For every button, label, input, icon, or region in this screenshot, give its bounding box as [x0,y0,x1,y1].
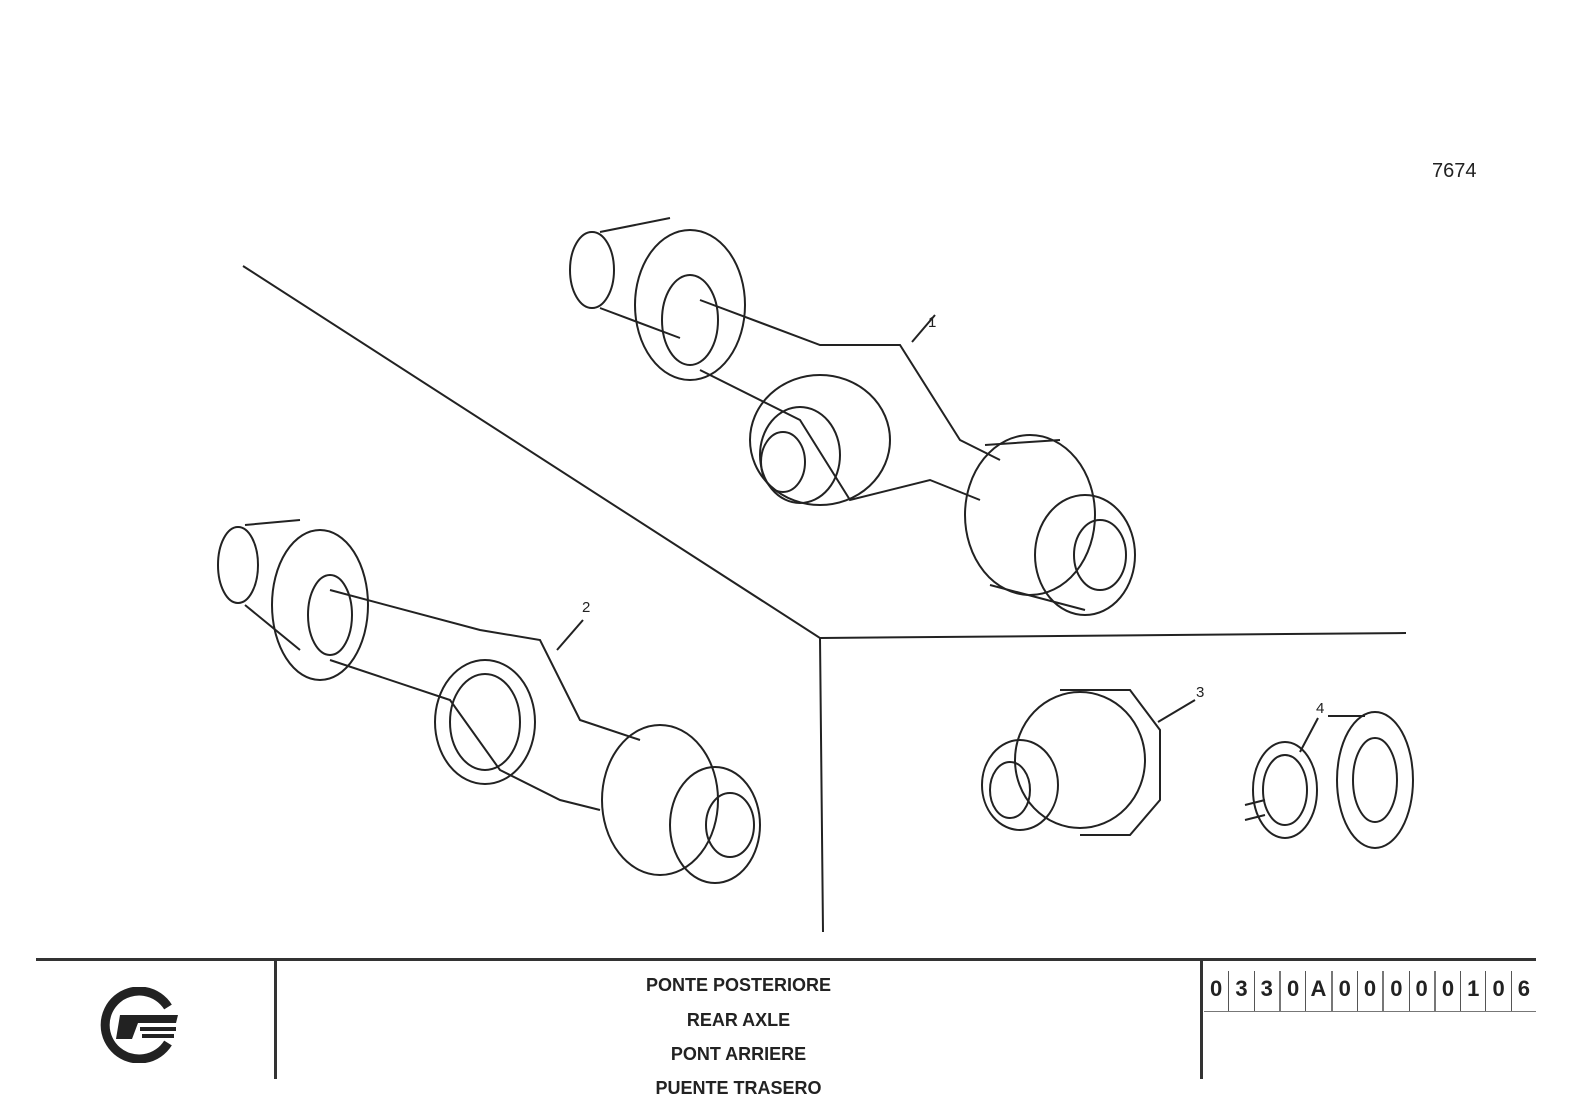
code-digit: 0 [1356,971,1382,1011]
company-logo-icon [100,987,178,1063]
title-block: PONTE POSTERIORE REAR AXLE PONT ARRIERE … [36,958,1536,1116]
rear-axle-assembly-2 [217,519,761,884]
drawing-number: 7674 [1432,160,1477,182]
code-digit: 0 [1278,971,1305,1011]
rear-axle-assembly-1 [569,217,1136,616]
callout-3: 3 [1196,684,1204,701]
panel-divider-top [819,632,1407,639]
code-digit: 3 [1253,971,1279,1011]
code-digit: 0 [1382,971,1408,1011]
title-english: REAR AXLE [686,1010,791,1030]
code-digit: 6 [1510,971,1536,1011]
callout-1: 1 [928,314,936,331]
code-digit: 1 [1460,971,1485,1011]
crown-pinion-4 [1244,711,1414,849]
title-italian: PONTE POSTERIORE [645,975,832,995]
exploded-illustration: 1 2 3 4 [217,217,1414,933]
code-digit: 0 [1433,971,1460,1011]
divider [274,961,277,1079]
callout-2: 2 [582,599,590,616]
title-spanish: PUENTE TRASERO [655,1078,822,1098]
code-digit: 0 [1408,971,1434,1011]
code-digit: 0 [1210,976,1223,1001]
code-digit: 3 [1228,971,1253,1011]
code-digit: 0 [1330,971,1357,1011]
part-code: 0 3 3 0 A 0 0 0 0 0 1 0 6 [1204,971,1536,1012]
code-digit: A [1305,971,1330,1011]
differential-3 [981,689,1196,836]
callout-4: 4 [1316,700,1324,717]
title-french: PONT ARRIERE [670,1044,807,1064]
divider [1200,961,1203,1079]
panel-divider-left [242,265,824,933]
code-digit: 0 [1485,971,1510,1011]
